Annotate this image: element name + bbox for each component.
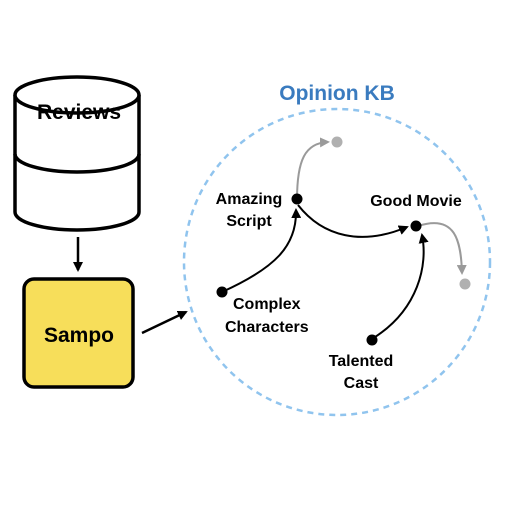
sampo-label: Sampo: [44, 324, 114, 347]
reviews-label: Reviews: [37, 101, 121, 124]
amazing-script-label-line1: Amazing: [216, 191, 283, 208]
amazing-script-label-line2: Script: [226, 213, 272, 230]
opinion-kb-title: Opinion KB: [279, 82, 394, 105]
talented-cast-label-line2: Cast: [344, 375, 379, 392]
complex-characters-label-line2: Characters: [225, 319, 309, 336]
complex-characters-label-line1: Complex: [233, 296, 301, 313]
good-movie-label: Good Movie: [370, 193, 462, 210]
node-good-movie: [410, 220, 422, 232]
sampo-box: [22, 277, 135, 389]
opinion-kb-boundary: [182, 107, 492, 417]
edge-good-movie-to-faded: [417, 222, 467, 275]
edge-talented-cast-to-good-movie: [371, 233, 429, 340]
edge-amazing-script-to-good-movie: [297, 204, 409, 238]
node-amazing-script: [291, 193, 303, 205]
edge-complex-characters-to-amazing-script: [221, 208, 302, 293]
node-complex-characters: [216, 286, 228, 298]
reviews-database-icon: [13, 75, 141, 232]
node-talented-cast: [366, 334, 378, 346]
faded-node-right: [459, 278, 471, 290]
faded-node-top: [331, 136, 343, 148]
talented-cast-label-line1: Talented: [329, 353, 394, 370]
edge-amazing-script-to-faded: [296, 137, 330, 201]
sampo-to-kb-arrow: [141, 310, 188, 335]
